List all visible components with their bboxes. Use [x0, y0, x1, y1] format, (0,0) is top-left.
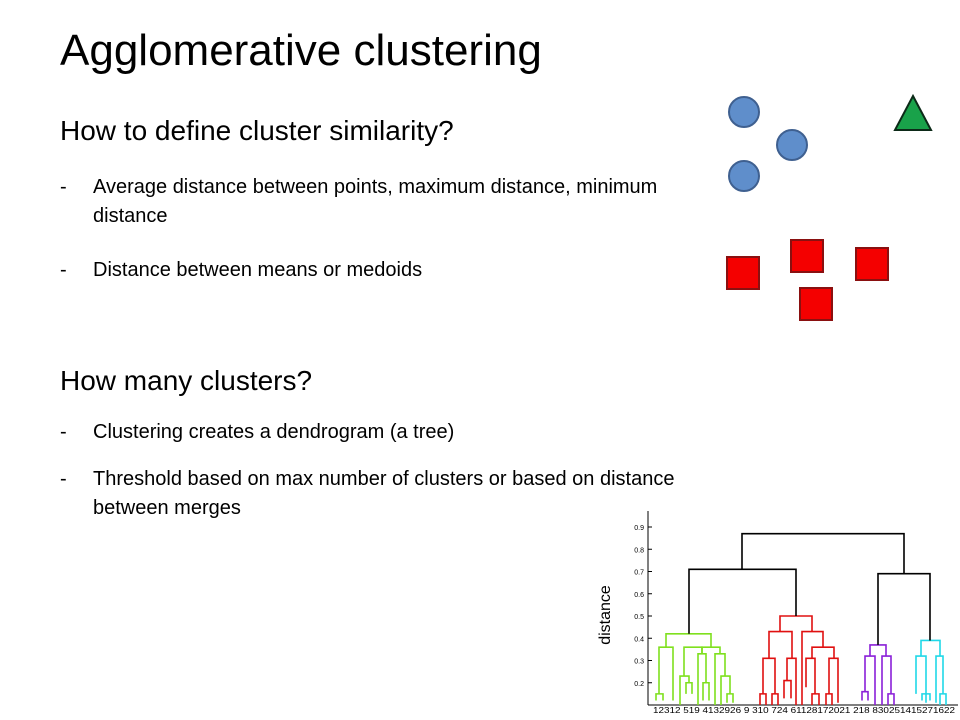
dendrogram-link-green — [701, 646, 721, 654]
dendrogram-link-red — [783, 679, 792, 699]
y-tick-label: 0.2 — [634, 681, 644, 688]
dendrogram-link-red — [801, 630, 824, 705]
dendrogram-link-black — [688, 568, 797, 634]
slide-title: Agglomerative clustering — [60, 26, 542, 75]
dendrogram-link-red — [768, 630, 793, 659]
dendrogram-link-purple — [887, 693, 895, 705]
y-axis: 0.9 0.8 0.7 0.6 0.5 0.4 0.3 0.2 — [634, 511, 652, 705]
y-tick-label: 0.6 — [634, 592, 644, 599]
y-tick-label: 0.4 — [634, 636, 644, 643]
dendrogram-link-purple — [861, 690, 869, 701]
dendrogram-link-red — [771, 693, 779, 705]
bullet-text: Distance between means or medoids — [93, 259, 423, 281]
y-tick-label: 0.5 — [634, 614, 644, 621]
bullet-marker: - — [60, 259, 67, 281]
dendrogram-link-green — [720, 675, 731, 705]
blue-circle-point — [776, 129, 808, 161]
dendrogram-link-black — [741, 532, 905, 574]
section-heading-similarity: How to define cluster similarity? — [60, 115, 454, 146]
dendrogram-link-purple — [864, 655, 876, 705]
y-tick-label: 0.8 — [634, 547, 644, 554]
bullet-text: Threshold based on max number of cluster… — [93, 468, 675, 519]
y-tick-label: 0.7 — [634, 570, 644, 577]
bullet-text: Average distance between points, maximum… — [93, 176, 658, 227]
red-square-point — [726, 256, 760, 290]
dendrogram-link-red — [786, 657, 797, 705]
dendrogram-link-cyan — [939, 693, 947, 705]
dendrogram-link-green — [714, 653, 726, 705]
dendrogram-link-black — [877, 572, 931, 645]
dendrogram-link-green — [726, 693, 734, 703]
y-axis-label: distance — [597, 585, 614, 645]
bullet-item: - Distance between means or medoids — [60, 256, 700, 285]
dendrogram-link-green — [658, 646, 674, 701]
dendrogram-link-cyan — [920, 639, 941, 657]
green-triangle-point — [893, 94, 933, 131]
y-tick-label: 0.9 — [634, 525, 644, 532]
dendrogram-link-green — [683, 646, 703, 677]
dendrogram-link-purple — [869, 644, 887, 657]
dendrogram-link-red — [825, 693, 833, 705]
y-tick-label: 0.3 — [634, 659, 644, 666]
dendrogram-link-red — [811, 693, 820, 705]
blue-circle-point — [728, 160, 760, 192]
blue-circle-point — [728, 96, 760, 128]
dendrogram-link-green — [655, 693, 664, 701]
dendrogram-link-green — [702, 681, 710, 701]
bullet-text: Clustering creates a dendrogram (a tree) — [93, 421, 455, 443]
red-square-point — [855, 247, 889, 281]
bullet-item: - Threshold based on max number of clust… — [60, 465, 700, 523]
section-heading-count: How many clusters? — [60, 365, 313, 396]
dendrogram-chart: 0.9 0.8 0.7 0.6 0.5 0.4 0.3 0.2 distance 12312 … — [597, 511, 958, 715]
dendrogram-link-red — [779, 615, 813, 632]
dendrogram-link-red — [828, 657, 839, 703]
leaf-labels: 12312 519 4132926 9 310 724 61128172021 … — [653, 705, 955, 715]
bullet-marker: - — [60, 421, 67, 443]
bullet-marker: - — [60, 468, 67, 490]
dendrogram-link-green — [697, 653, 707, 705]
bullet-marker: - — [60, 176, 67, 198]
dendrogram-link-red — [805, 657, 816, 694]
red-square-point — [799, 287, 833, 321]
dendrogram-link-green — [665, 633, 712, 648]
red-square-point — [790, 239, 824, 273]
dendrogram-link-red — [762, 657, 776, 694]
dendrogram-link-purple — [881, 655, 892, 705]
dendrogram-link-green — [685, 681, 693, 694]
bullet-item: - Average distance between points, maxim… — [60, 173, 680, 231]
dendrogram-link-cyan — [915, 655, 927, 703]
dendrogram-link-red — [759, 693, 767, 705]
dendrogram-link-green — [679, 675, 690, 705]
bullet-item: - Clustering creates a dendrogram (a tre… — [60, 418, 700, 447]
dendrogram-link-red — [811, 646, 835, 659]
